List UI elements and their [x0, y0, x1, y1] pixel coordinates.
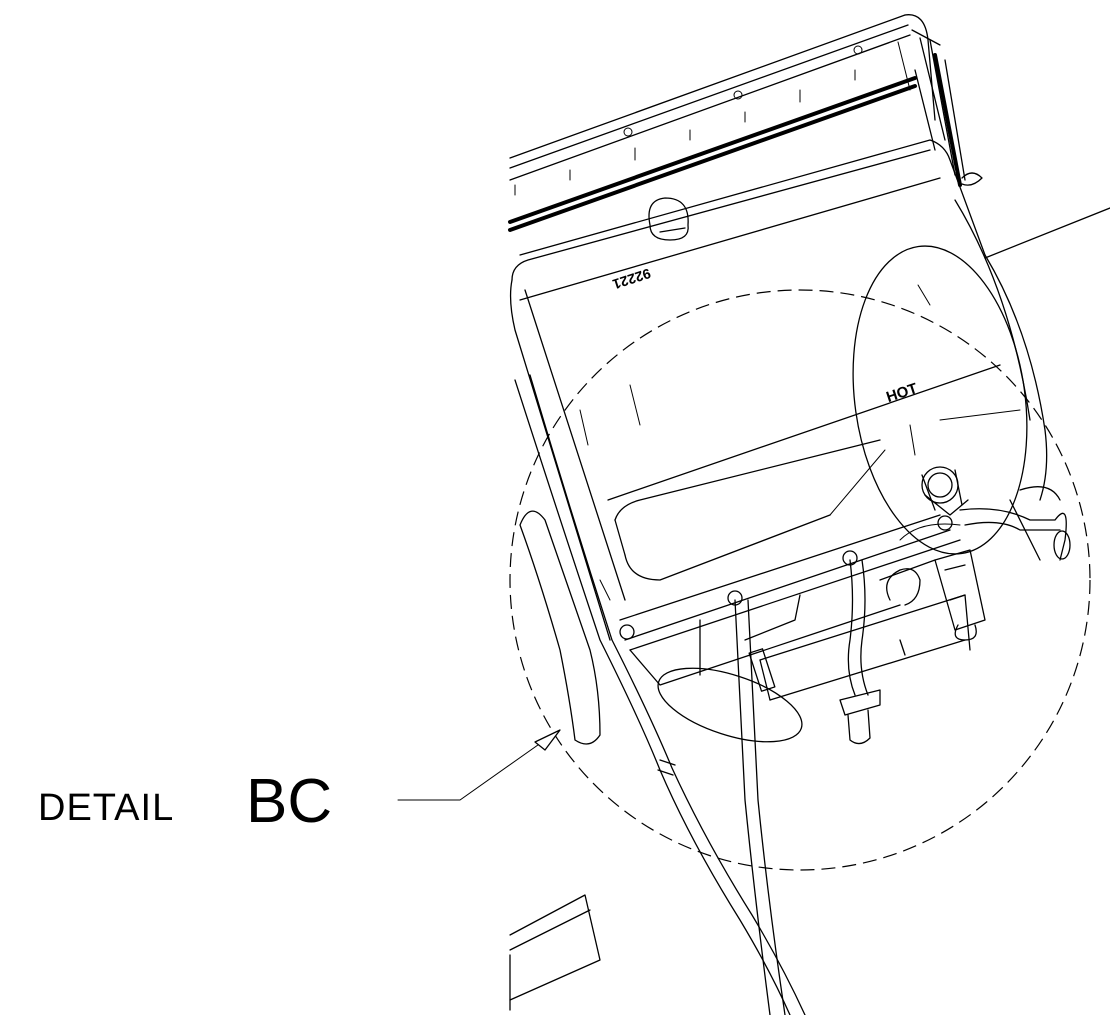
small-zone-ellipse: [657, 667, 803, 743]
hot-zone-ellipse: [852, 245, 1028, 555]
bottom-box: [509, 894, 601, 1011]
rim-screws: [514, 41, 911, 196]
right-fittings: [879, 466, 1071, 641]
part-number-label: 92221: [611, 265, 653, 292]
leader-top-right: [984, 207, 1110, 259]
hot-label: HOT: [884, 380, 919, 406]
top-rim: [508, 14, 983, 232]
detail-leader: [397, 729, 561, 801]
tank-body: [509, 139, 1048, 701]
detail-id-label: BC: [246, 767, 332, 836]
detail-bc-dashed-circle: [509, 289, 1091, 871]
detail-word-label: DETAIL: [38, 787, 174, 829]
detail-circles: [509, 207, 1110, 871]
clip-hook: [961, 172, 983, 186]
hoses: [514, 374, 881, 1015]
